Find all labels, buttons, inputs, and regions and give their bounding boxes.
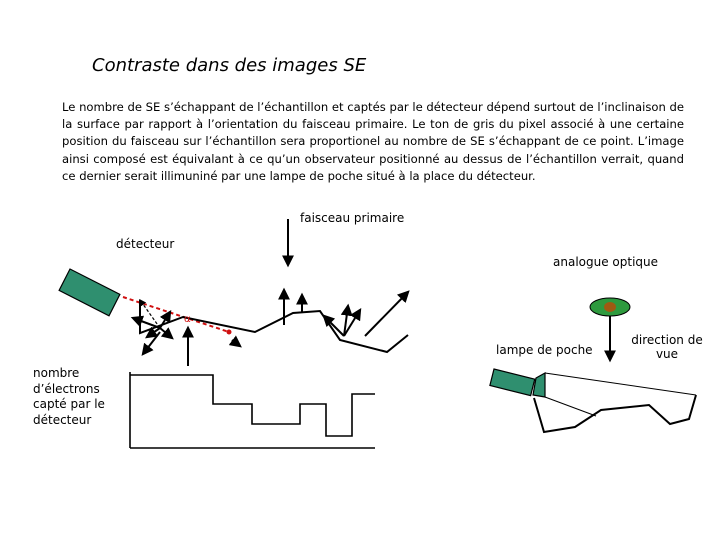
se-emission-arrows-left (130, 298, 174, 356)
specimen-surface (139, 300, 409, 354)
flashlight-label: lampe de poche (496, 343, 593, 357)
analogue-surface (533, 394, 697, 434)
signal-profile (129, 372, 375, 449)
se-arrow (343, 307, 362, 337)
se-arrow (340, 303, 353, 337)
detector-icon (58, 268, 121, 317)
detector-label: détecteur (116, 237, 175, 251)
page-title: Contraste dans des images SE (92, 55, 367, 76)
eye-icon (589, 297, 631, 317)
description-paragraph: Le nombre de SE s’échappant de l’échanti… (62, 100, 684, 183)
primary-beam-label: faisceau primaire (300, 211, 405, 225)
electron-count-label: nombre d’électrons capté par le détecteu… (33, 366, 105, 427)
view-direction-label: direction de vue (631, 333, 703, 361)
se-arrow (322, 314, 345, 337)
detection-angle-line (122, 296, 230, 333)
light-cone (544, 372, 697, 417)
se-arrow (228, 335, 242, 348)
optical-analogue-label: analogue optique (553, 255, 659, 269)
flashlight-icon (489, 368, 546, 398)
se-arrow (364, 290, 410, 337)
angle-label: α (184, 314, 191, 325)
